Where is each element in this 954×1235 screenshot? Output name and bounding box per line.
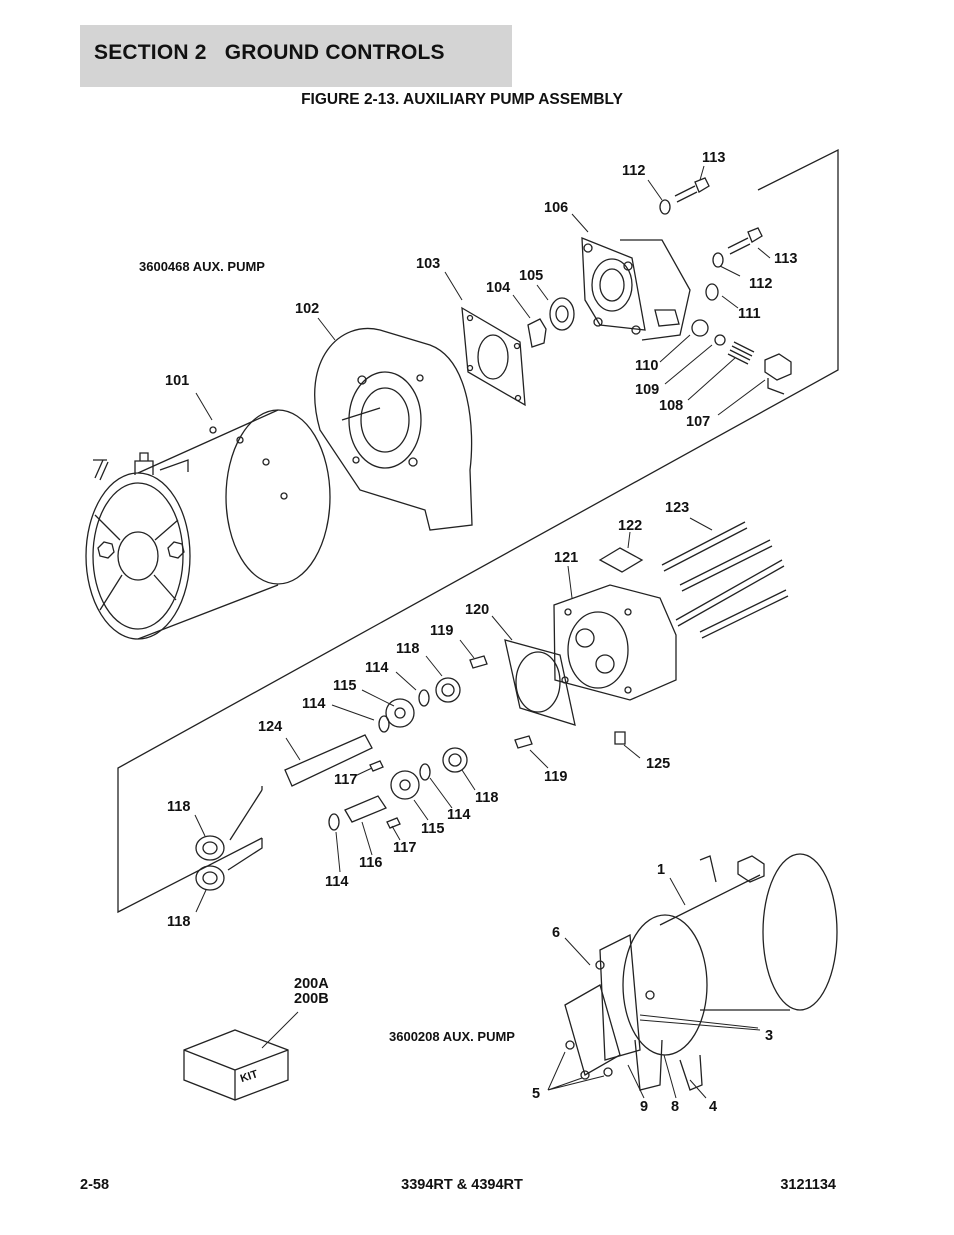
gasket-103 xyxy=(461,306,526,407)
callout-120: 120 xyxy=(465,602,489,618)
callout-5: 5 xyxy=(532,1086,540,1102)
callout-110: 110 xyxy=(635,358,658,374)
callout-106: 106 xyxy=(544,200,568,216)
section-header: SECTION 2 GROUND CONTROLS xyxy=(80,25,512,87)
pin-119-upper xyxy=(469,655,488,669)
callout-200b: 200B xyxy=(294,991,329,1007)
callout-114: 114 xyxy=(302,696,325,712)
callout-114: 114 xyxy=(447,807,470,823)
page-number: 2-58 xyxy=(80,1177,110,1193)
callout-108: 108 xyxy=(659,398,683,414)
motor-101 xyxy=(85,409,331,640)
kit-label: KIT xyxy=(239,1068,260,1085)
callout-125: 125 xyxy=(646,756,670,772)
idler-shaft-116 xyxy=(344,795,387,823)
callout-4: 4 xyxy=(709,1099,717,1115)
callout-200a: 200A xyxy=(294,976,329,992)
bolt-113-lower xyxy=(727,227,763,255)
pin-119-lower xyxy=(514,735,533,749)
callout-107: 107 xyxy=(686,414,710,430)
callout-118: 118 xyxy=(475,790,498,806)
gear-housing-121 xyxy=(553,584,677,701)
document-number: 3121134 xyxy=(780,1177,836,1193)
callout-111: 111 xyxy=(738,306,761,322)
housing-106 xyxy=(581,237,691,341)
callout-119: 119 xyxy=(430,623,453,639)
callout-116: 116 xyxy=(359,855,382,871)
callouts: 112 113 106 113 112 111 103 105 104 102 … xyxy=(139,150,797,1115)
callout-102: 102 xyxy=(295,301,319,317)
callout-104: 104 xyxy=(486,280,510,296)
callout-114: 114 xyxy=(325,874,348,890)
spring-108 xyxy=(727,341,755,365)
gear-115-lower xyxy=(390,770,420,800)
ring-114-a xyxy=(378,715,390,733)
pump-assembly-3600208 xyxy=(564,853,838,1091)
callout-118: 118 xyxy=(167,799,190,815)
coupling-104 xyxy=(527,318,547,348)
kit-box xyxy=(183,1029,289,1101)
callout-9: 9 xyxy=(640,1099,648,1115)
washer-112-lower xyxy=(712,252,724,268)
seal-105 xyxy=(549,297,575,331)
assembly-label-bottom: 3600208 AUX. PUMP xyxy=(389,1029,515,1044)
bearing-118-d xyxy=(195,865,225,891)
washer-112-upper xyxy=(659,199,671,215)
callout-123: 123 xyxy=(665,500,689,516)
bearing-118-c xyxy=(195,835,225,861)
callout-118: 118 xyxy=(396,641,419,657)
callout-109: 109 xyxy=(635,382,659,398)
callout-124: 124 xyxy=(258,719,282,735)
figure-title: FIGURE 2-13. AUXILIARY PUMP ASSEMBLY xyxy=(301,91,623,108)
ball-109 xyxy=(714,334,726,346)
callout-115: 115 xyxy=(421,821,444,837)
model-number: 3394RT & 4394RT xyxy=(401,1177,523,1193)
callout-103: 103 xyxy=(416,256,440,272)
label-plate-122 xyxy=(598,547,644,573)
ball-110 xyxy=(691,319,709,337)
assembly-boundary xyxy=(117,148,839,914)
gear-115-upper xyxy=(385,698,415,728)
callout-112: 112 xyxy=(622,163,645,179)
callout-112: 112 xyxy=(749,276,772,292)
section-title: SECTION 2 GROUND CONTROLS xyxy=(94,41,445,64)
wear-plate-120 xyxy=(504,639,576,726)
callout-3: 3 xyxy=(765,1028,773,1044)
bolt-113-upper xyxy=(674,177,710,203)
callout-105: 105 xyxy=(519,268,543,284)
ring-114-b xyxy=(418,689,430,707)
callout-114: 114 xyxy=(365,660,388,676)
callout-122: 122 xyxy=(618,518,642,534)
plug-107 xyxy=(764,353,792,395)
callout-121: 121 xyxy=(554,550,578,566)
callout-117: 117 xyxy=(393,840,416,856)
callout-119: 119 xyxy=(544,769,567,785)
adapter-102 xyxy=(314,327,473,531)
ring-114-c xyxy=(419,763,431,781)
oring-111 xyxy=(705,283,719,301)
callout-115: 115 xyxy=(333,678,356,694)
assembly-label-top: 3600468 AUX. PUMP xyxy=(139,259,265,274)
callout-118: 118 xyxy=(167,914,190,930)
tie-rods-123 xyxy=(661,521,789,639)
callout-113: 113 xyxy=(702,150,725,166)
leader-lines xyxy=(194,165,771,1099)
bearing-118-b xyxy=(442,747,468,773)
pin-125 xyxy=(614,731,626,745)
ring-114-d xyxy=(328,813,340,831)
key-117-lower xyxy=(386,817,401,829)
callout-1: 1 xyxy=(657,862,665,878)
callout-8: 8 xyxy=(671,1099,679,1115)
callout-117: 117 xyxy=(334,772,357,788)
key-117-upper xyxy=(369,760,384,772)
bearing-118-a xyxy=(435,677,461,703)
callout-113: 113 xyxy=(774,251,797,267)
callout-101: 101 xyxy=(165,373,189,389)
drive-shaft-124 xyxy=(284,734,373,787)
callout-6: 6 xyxy=(552,925,560,941)
